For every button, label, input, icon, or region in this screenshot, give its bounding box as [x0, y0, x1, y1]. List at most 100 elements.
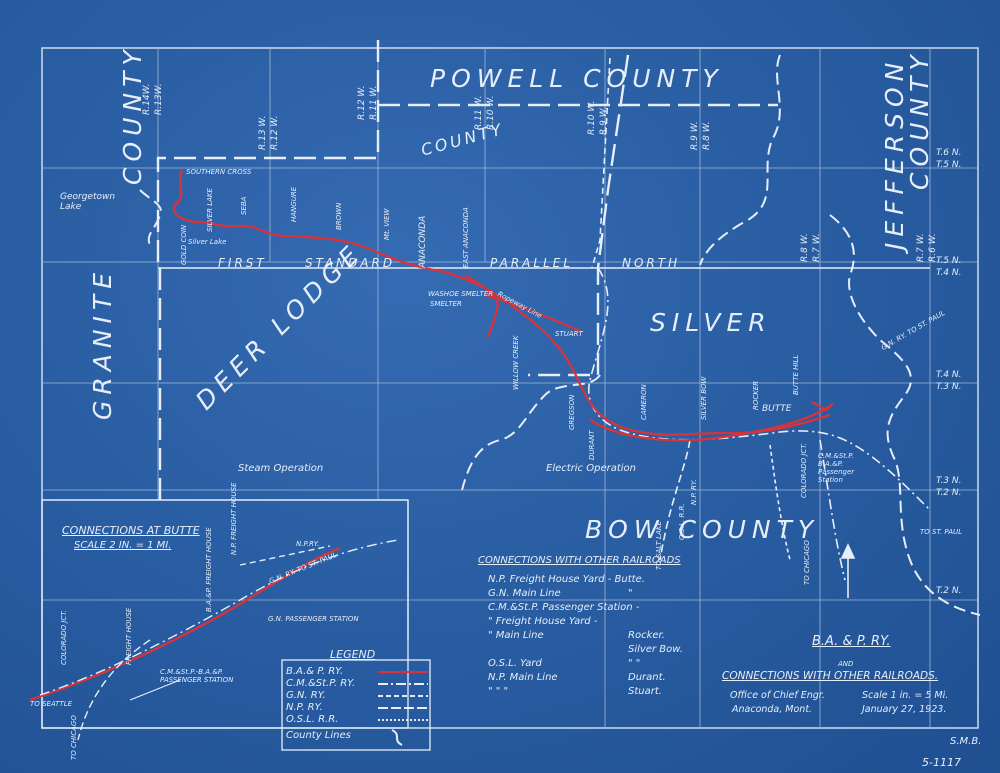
- electric-operation-label: Electric Operation: [546, 463, 636, 474]
- range-label: R.12 W.: [357, 85, 367, 120]
- connections-row-left: G.N. Main Line: [488, 588, 561, 599]
- edge-label-osl: O.S.L. R.R.: [678, 503, 686, 540]
- county-label-powell: POWELL COUNTY: [430, 64, 724, 93]
- place-butte: BUTTE: [762, 404, 792, 414]
- place-willow-creek: WILLOW CREEK: [512, 335, 520, 390]
- legend-symbols: [378, 671, 428, 746]
- range-label: R.12 W.: [270, 115, 280, 150]
- inset-label: G.N. PASSENGER STATION: [268, 615, 359, 623]
- edge-label-chicago: TO CHICAGO: [803, 540, 811, 585]
- place-washoe-smelter: WASHOE SMELTER: [428, 290, 494, 298]
- township-label: T.5 N.: [936, 160, 962, 170]
- place-silver-lake: Silver Lake: [188, 238, 227, 246]
- range-label: R.13 W.: [258, 115, 268, 150]
- inset-label: N.P.RY.: [296, 540, 320, 548]
- place-southern-cross: SOUTHERN CROSS: [186, 168, 252, 176]
- range-label: R.10 W.: [486, 95, 496, 130]
- title-office: Office of Chief Engr.: [730, 690, 825, 701]
- inset-label: COLORADO JCT.: [60, 610, 68, 665]
- range-label: R.7 W.: [812, 233, 822, 262]
- range-label: R.7 W.: [916, 233, 926, 262]
- township-label: T.4 N.: [936, 370, 962, 380]
- county-label-jefferson2: COUNTY: [905, 49, 934, 190]
- title-date: January 27, 1923.: [862, 704, 947, 715]
- map-border: [41, 47, 979, 729]
- range-label: R.11 W.: [369, 85, 379, 120]
- range-label: R.11 W.: [474, 95, 484, 130]
- inset-title: CONNECTIONS AT BUTTE: [62, 524, 200, 537]
- place-stuart: STUART: [555, 330, 583, 338]
- township-label: T.6 N.: [936, 148, 962, 158]
- legend-title: LEGEND: [330, 648, 376, 661]
- place-brown: BROWN: [335, 202, 343, 230]
- place-butte-hill: BUTTE HILL: [792, 354, 800, 395]
- inset-label: B.A.&P. FREIGHT HOUSE: [205, 527, 213, 612]
- place-gregson: GREGSON: [568, 394, 576, 430]
- title-line1: B.A. & P. RY.: [812, 634, 891, 649]
- inset-label: N.P. FREIGHT HOUSE: [230, 482, 238, 556]
- legend-box: [281, 659, 431, 751]
- steam-operation-label: Steam Operation: [238, 463, 324, 474]
- connections-row-right: ": [628, 588, 633, 599]
- place-silver-bow: SILVER BOW: [700, 376, 708, 420]
- place-seba: SEBA: [240, 196, 248, 215]
- inset-label: FREIGHT HOUSE: [125, 607, 133, 665]
- township-label: T.2 N.: [936, 586, 962, 596]
- connections-title: CONNECTIONS WITH OTHER RAILROADS: [478, 555, 681, 566]
- parallel-word-2: STANDARD: [305, 256, 396, 270]
- title-place: Anaconda, Mont.: [732, 704, 813, 715]
- township-label: T.2 N.: [936, 488, 962, 498]
- connections-row-left: N.P. Main Line: [488, 672, 558, 683]
- connections-row-right: Rocker.: [628, 630, 665, 641]
- connections-row-left: " Freight House Yard -: [488, 616, 598, 627]
- place-passenger-station: C.M.&St.P. B.A.&P. Passenger Station: [818, 452, 855, 484]
- place-colorado-jct: COLORADO JCT.: [800, 443, 808, 498]
- connections-row-left: O.S.L. Yard: [488, 658, 542, 669]
- inset-scale: SCALE 2 IN. = 1 MI.: [74, 540, 172, 551]
- parallel-word-1: FIRST: [218, 256, 267, 270]
- legend-item: O.S.L. R.R.: [286, 714, 339, 725]
- parallel-word-4: NORTH: [622, 256, 681, 270]
- place-durant: DURANT: [588, 430, 596, 460]
- initials: S.M.B.: [950, 736, 982, 747]
- sheet-number: 5-1117: [922, 756, 961, 769]
- connections-row-left: C.M.&St.P. Passenger Station -: [488, 602, 640, 613]
- connections-row-left: N.P. Freight House Yard - Butte.: [488, 574, 645, 585]
- connections-row-left: " " ": [488, 686, 509, 697]
- place-smelter: SMELTER: [430, 300, 462, 308]
- connections-row-right: " ": [628, 658, 641, 669]
- township-label: T.3 N.: [936, 382, 962, 392]
- edge-label-np: N.P. RY.: [690, 479, 698, 505]
- legend-item: G.N. RY.: [286, 690, 326, 701]
- township-label: T.5 N.: [936, 256, 962, 266]
- county-label-bow: BOW COUNTY: [585, 515, 820, 544]
- parallel-word-3: PARALLEL: [490, 256, 574, 270]
- legend-item: N.P. RY.: [286, 702, 323, 713]
- title-and: AND: [838, 660, 854, 668]
- edge-label-salt-lake: TO SALT LAKE: [655, 521, 663, 570]
- connections-row-right: Silver Bow.: [628, 644, 683, 655]
- bap-railway: [172, 169, 834, 442]
- place-anaconda: ANACONDA: [418, 215, 428, 268]
- legend-item: County Lines: [286, 730, 351, 741]
- legend-item: C.M.&St.P. RY.: [286, 678, 356, 689]
- place-gold-coin: GOLD COIN: [180, 224, 188, 265]
- county-boundaries-wavy: [139, 54, 981, 616]
- range-label: R.10 W.: [587, 100, 597, 135]
- connections-row-right: Durant.: [628, 672, 666, 683]
- north-arrow: [840, 543, 856, 598]
- inset-label: TO CHICAGO: [70, 715, 78, 760]
- place-east-anaconda: EAST ANACONDA: [462, 207, 470, 268]
- range-label: R.8 W.: [800, 233, 810, 262]
- county-label-granite: GRANITE: [88, 267, 117, 420]
- place-rocker: ROCKER: [752, 380, 760, 410]
- connections-row-left: " Main Line: [488, 630, 544, 641]
- edge-label-st-paul: TO ST. PAUL: [920, 528, 963, 536]
- county-label-silver: SILVER: [650, 308, 772, 337]
- place-mt-view: Mt. VIEW: [383, 208, 391, 240]
- place-hangure: HANGURE: [290, 186, 298, 222]
- legend-item: B.A.& P. RY.: [286, 666, 344, 677]
- range-label: R.8 W.: [702, 121, 712, 150]
